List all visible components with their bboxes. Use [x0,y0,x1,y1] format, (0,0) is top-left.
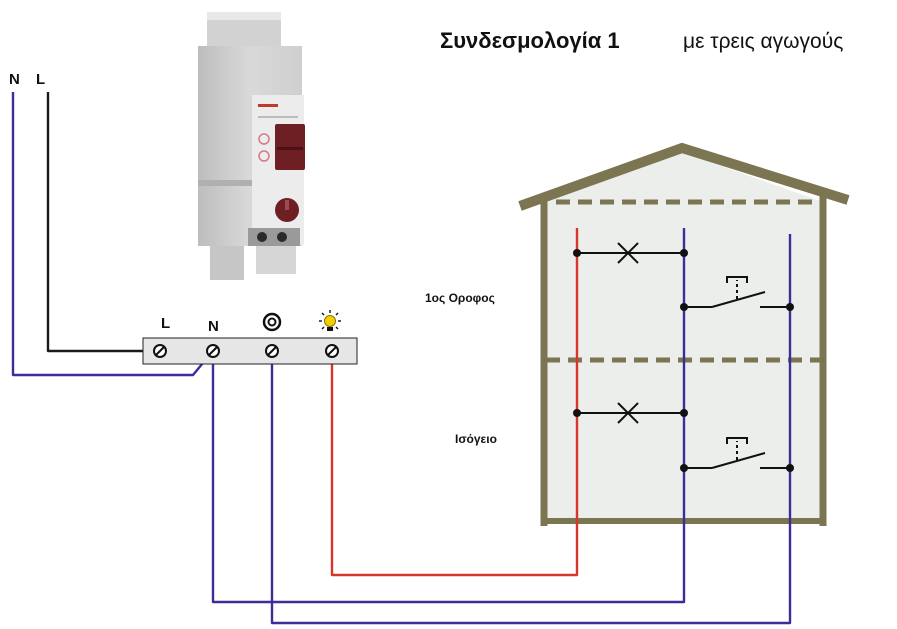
device-dial-pointer [285,200,289,210]
device-terminal-cover [248,228,300,246]
pushbutton-return-wire [270,234,792,625]
neutral-supply-wire [11,92,213,377]
device-indicator-icon [258,133,270,145]
device-top-highlight [207,12,281,20]
pushbutton-icon [680,437,794,472]
title-bold: Συνδεσμολογία 1 [440,28,620,53]
screw-terminal-icon [325,344,339,358]
lamp-cross-icon [573,402,688,424]
phase-supply-wire [46,92,160,353]
terminal-block: L N [142,310,358,365]
device-brand-mark [258,104,278,107]
title-rest: με τρεις αγωγούς [683,30,843,53]
screw-terminal-icon [206,344,220,358]
device-indicator-icon [258,150,270,162]
device-button-split [277,147,303,150]
floor-label-first: 1ος Οροφος [425,291,495,305]
device-din-foot [256,246,296,274]
device-panel-line [258,116,298,118]
pushbutton-icon [680,276,794,311]
lamp-icon [319,310,341,331]
terminal-strip [142,337,358,365]
screw-terminal-icon [153,344,167,358]
target-icon [262,312,282,332]
lamp-feed-wire [330,228,579,577]
device-screw-icon [277,232,287,242]
screw-terminal-icon [265,344,279,358]
supply-l-label: L [36,71,45,88]
device-side-groove [198,180,252,186]
device-screw-icon [257,232,267,242]
terminal-l-label: L [161,315,170,332]
staircase-timer-device [198,12,305,280]
terminal-n-label: N [208,318,219,335]
house-roof [518,142,850,211]
supply-n-label: N [9,71,20,88]
device-din-foot [210,246,244,280]
lamp-cross-icon [573,242,688,264]
floor-label-ground: Ισόγειο [455,432,497,446]
